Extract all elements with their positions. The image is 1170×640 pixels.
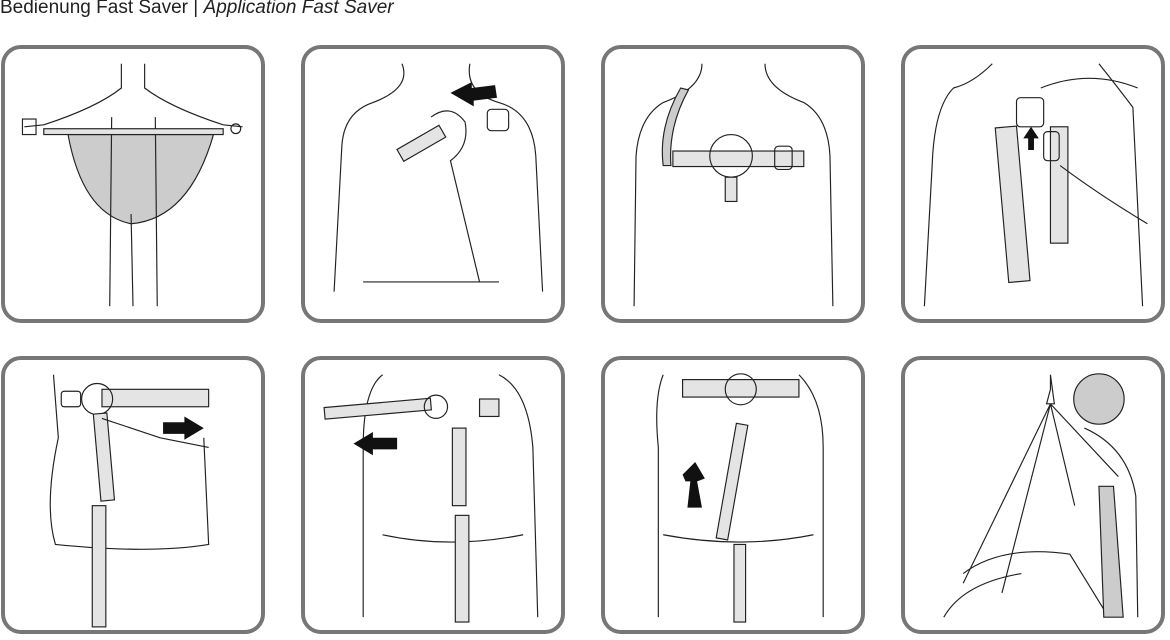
arrow-left-icon	[450, 82, 497, 107]
tighten-strap-left-illustration	[323, 374, 539, 623]
step-2-illustration	[301, 45, 565, 323]
title-english: Application Fast Saver	[203, 0, 394, 18]
step-4-illustration	[901, 45, 1165, 323]
step-6-illustration	[301, 356, 565, 634]
step-5-illustration	[1, 356, 265, 634]
person-holding-sling-illustration	[21, 63, 243, 307]
title-separator: |	[193, 0, 199, 18]
arrow-up-icon	[1023, 126, 1039, 151]
pull-strap-down-illustration	[656, 373, 824, 623]
person-seated-in-sling-illustration	[943, 373, 1139, 618]
arrow-down-icon	[682, 462, 705, 508]
connect-shoulder-buckle-illustration	[923, 63, 1148, 307]
arrow-left-icon	[353, 431, 398, 456]
step-3-illustration	[601, 45, 865, 323]
step-7-illustration	[601, 356, 865, 634]
tighten-strap-right-illustration	[49, 374, 210, 628]
step-1-illustration	[1, 45, 265, 323]
page-title: Bedienung Fast Saver | Application Fast …	[0, 0, 394, 19]
chest-buckle-closed-illustration	[633, 63, 834, 307]
arrow-right-icon	[163, 416, 204, 440]
attach-buckle-illustration	[333, 63, 544, 292]
step-8-illustration	[901, 356, 1165, 634]
title-german: Bedienung Fast Saver	[0, 0, 189, 18]
